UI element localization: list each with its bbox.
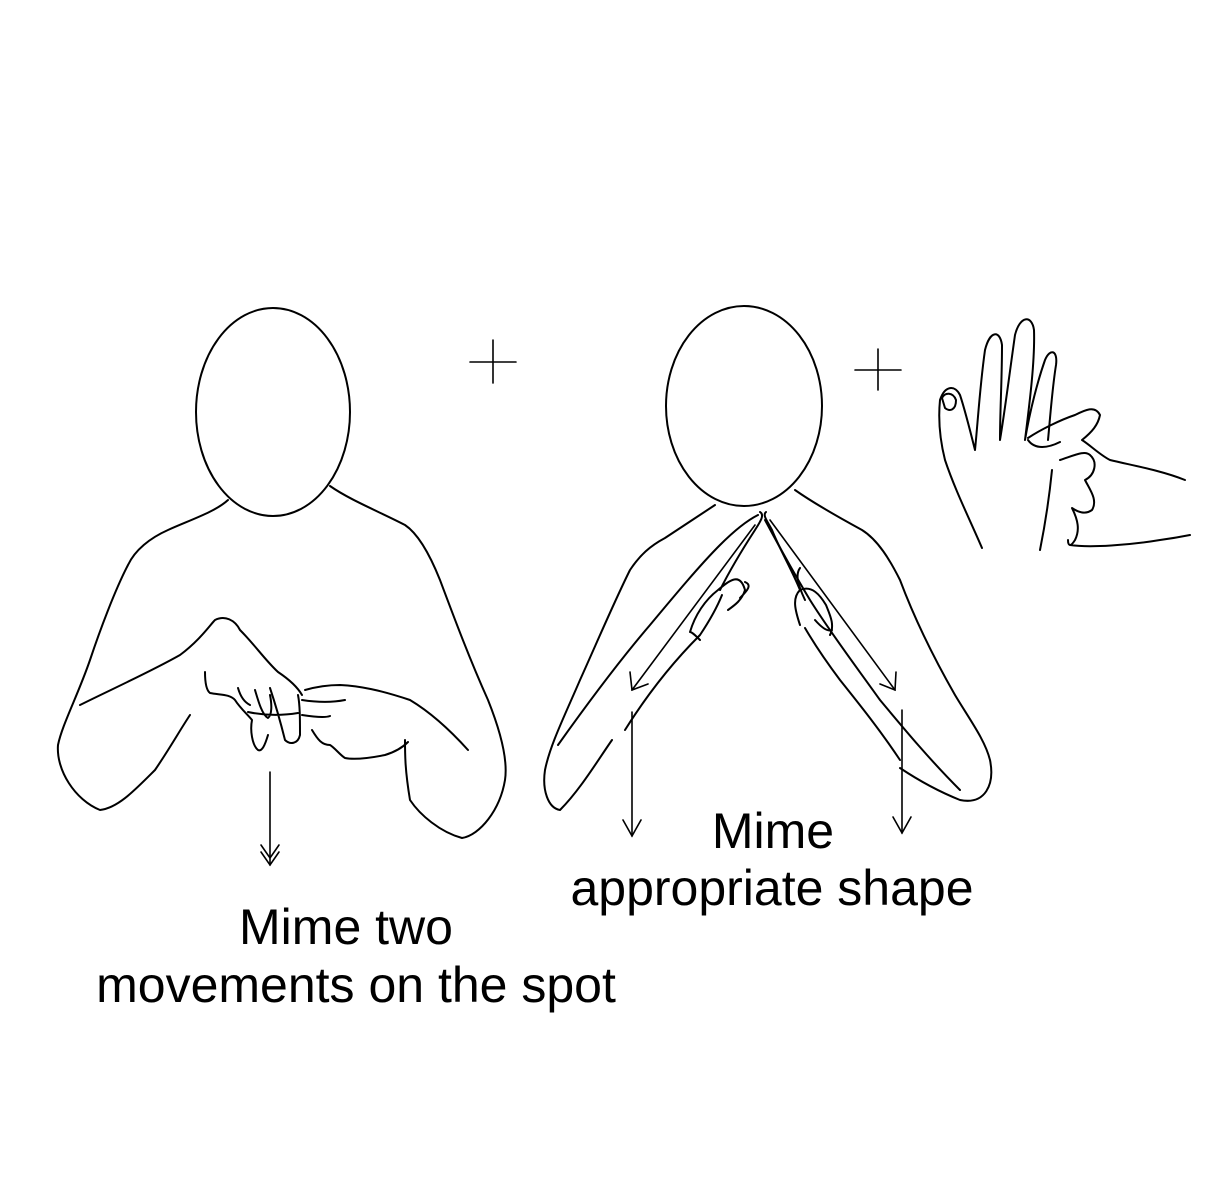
movement-arrow-left [260,771,280,867]
caption-left-line1: Mime two [239,899,453,955]
movement-arrow-middle-right [769,519,912,835]
hand-right [301,699,409,760]
caption-left-line2: movements on the spot [96,957,616,1013]
figure-left [56,307,507,867]
plus-sign-2 [854,348,902,391]
torso-left-right [329,485,507,839]
arm-middle-left-inner [624,594,723,731]
movement-arrow-middle-left [622,524,756,838]
head-middle [665,305,823,507]
arm-middle-right-inner [804,627,901,761]
plus-sign-1 [469,339,517,384]
open-hand [938,318,1058,549]
caption-middle-line1: Mime [712,803,834,859]
hand-detail [938,318,1191,551]
arm-left [79,617,303,706]
hand-middle-left [689,511,764,641]
torso-left [56,499,229,811]
open-hand-nail [941,392,957,411]
head-left [195,307,351,517]
arm-middle-left [557,514,759,746]
caption-middle-line2: appropriate shape [570,860,973,916]
torso-middle-right [794,489,993,802]
torso-middle-left [543,504,716,811]
hand-middle-right [763,511,834,636]
pointing-hand [1027,408,1191,548]
figure-middle [543,305,993,838]
hand-left [204,671,301,752]
arm-middle-right [764,519,961,791]
arm-right [304,684,469,751]
open-hand-palm [1039,469,1053,551]
